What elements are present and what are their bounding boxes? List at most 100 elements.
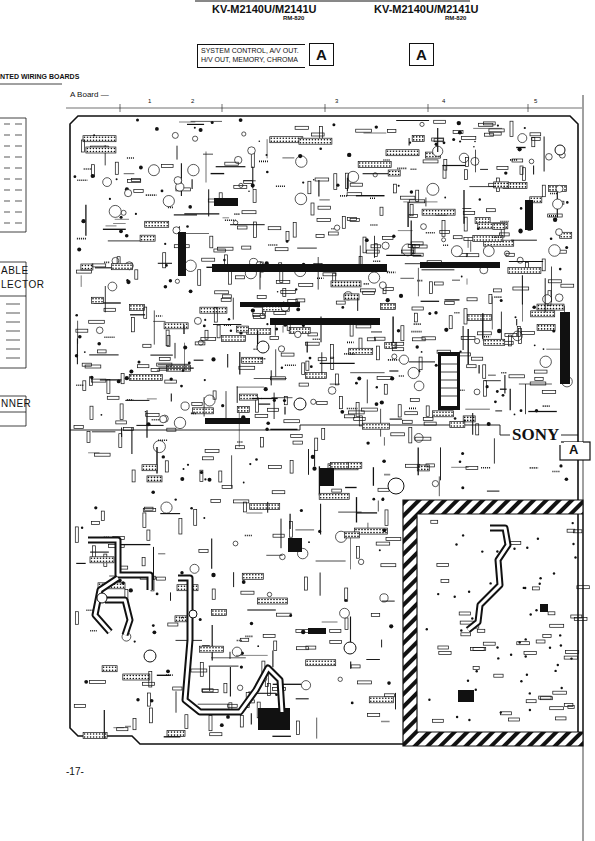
pcb-stroke (348, 536, 350, 538)
pcb-stroke (309, 376, 311, 378)
pcb-stroke (354, 463, 356, 465)
pcb-stroke (253, 329, 255, 331)
pcb-stroke (166, 225, 168, 227)
pcb-stroke (85, 268, 87, 270)
pcb-stroke (394, 343, 396, 345)
pcb-stroke (373, 698, 375, 700)
pcb-stroke (441, 210, 443, 212)
pcb-stroke (352, 349, 354, 351)
pcb-stroke (502, 244, 504, 246)
pcb-stroke (422, 139, 424, 141)
pcb-stroke (194, 510, 197, 526)
pcb-stroke (262, 507, 264, 509)
pcb-stroke (315, 373, 317, 375)
pcb-stroke (499, 343, 501, 345)
pcb-stroke (102, 736, 104, 738)
pcb-stroke (224, 324, 232, 326)
pcb-stroke (112, 558, 114, 560)
pcb-stroke (194, 127, 196, 129)
pcb-stroke (494, 296, 501, 298)
pcb-stroke (285, 602, 287, 604)
pcb-stroke (490, 132, 502, 135)
pcb-stroke (143, 344, 151, 347)
pcb-stroke (82, 268, 84, 270)
pcb-stroke (248, 190, 250, 192)
pcb-stroke (511, 241, 513, 243)
table-stroke (15, 190, 22, 191)
pcb-stroke (166, 669, 170, 673)
pcb-stroke (516, 186, 518, 188)
pcb-stroke (96, 733, 98, 735)
pcb-stroke (224, 613, 226, 615)
pcb-stroke (104, 308, 116, 311)
pcb-stroke (275, 328, 278, 331)
pcb-stroke (293, 441, 303, 444)
pcb-stroke (508, 244, 510, 246)
pcb-stroke (255, 574, 257, 576)
pcb-stroke (297, 647, 309, 650)
pcb-stroke (496, 390, 499, 393)
pcb-stroke (253, 332, 255, 334)
pcb-stroke (232, 647, 241, 656)
pcb-stroke (338, 677, 342, 681)
pcb-stroke (546, 312, 548, 314)
pcb-stroke (345, 298, 347, 300)
pcb-stroke (434, 120, 446, 123)
pcb-stroke (101, 414, 103, 416)
pcb-stroke (487, 422, 491, 426)
pcb-stroke (516, 183, 518, 185)
pcb-stroke (398, 185, 400, 187)
pcb-stroke (367, 349, 369, 351)
pcb-stroke (202, 258, 215, 261)
pcb-stroke (500, 299, 503, 302)
pcb-stroke (399, 294, 403, 298)
pcb-stroke (494, 182, 509, 188)
pcb-stroke (444, 328, 448, 332)
pcb-stroke (357, 681, 371, 684)
pcb-stroke (495, 239, 497, 241)
pcb-stroke (477, 236, 479, 238)
pcb-stroke (500, 183, 502, 185)
pcb-stroke (315, 663, 317, 665)
pcb-stroke (416, 345, 419, 348)
pcb-stroke (451, 412, 453, 414)
table-stroke (15, 201, 22, 202)
pcb-stroke (139, 675, 141, 677)
pcb-stroke (419, 139, 421, 141)
pcb-stroke (263, 309, 265, 311)
pcb-stroke (253, 507, 255, 509)
pcb-stroke (252, 577, 254, 579)
pcb-stroke (452, 138, 455, 141)
pcb-stroke (250, 332, 252, 334)
pcb-stroke (208, 189, 209, 216)
pcb-stroke (544, 328, 546, 330)
pcb-stroke (112, 267, 114, 269)
pcb-stroke (534, 198, 536, 200)
pcb-stroke (454, 417, 457, 420)
pcb-stroke (556, 305, 558, 307)
pcb-stroke (344, 282, 346, 284)
pcb-stroke (388, 343, 390, 345)
pcb-stroke (369, 697, 393, 703)
pcb-stroke (502, 394, 505, 397)
pcb-stroke (178, 588, 180, 590)
pcb-stroke (489, 374, 496, 376)
pcb-stroke (292, 137, 294, 139)
pcb-stroke (484, 133, 493, 136)
pcb-stroke (259, 141, 261, 143)
pcb-stroke (389, 370, 398, 371)
pcb-stroke (199, 412, 201, 414)
pcb-stroke (450, 213, 452, 215)
pcb-stroke (289, 140, 291, 142)
pcb-stroke (206, 650, 208, 652)
pcb-stroke (283, 326, 284, 333)
pcb-stroke (409, 408, 416, 410)
pcb-stroke (97, 558, 99, 560)
pcb-stroke (496, 340, 498, 342)
pcb-stroke (125, 376, 129, 380)
pcb-stroke (330, 660, 332, 662)
pcb-stroke (268, 329, 270, 331)
pcb-stroke (94, 558, 96, 560)
pcb-stroke (480, 318, 482, 320)
pcb-stroke (494, 438, 495, 463)
